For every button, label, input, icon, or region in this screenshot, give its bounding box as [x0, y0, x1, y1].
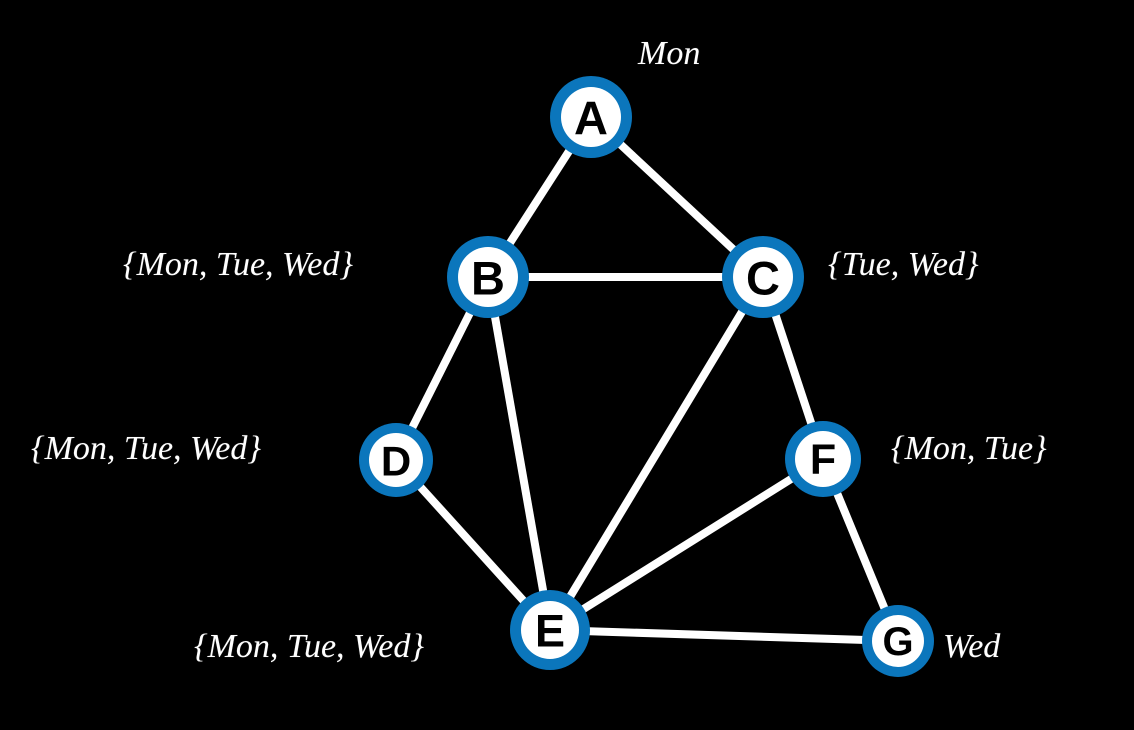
node-fill-g	[872, 615, 924, 667]
graph-edge-c-e	[546, 274, 767, 633]
domain-label-b: {Mon, Tue, Wed}	[123, 246, 353, 283]
graph-node-e[interactable]: E	[510, 590, 590, 670]
node-label-a: A	[574, 92, 608, 145]
edges-layer	[392, 114, 902, 645]
node-label-b: B	[471, 252, 505, 305]
node-label-c: C	[746, 252, 780, 305]
graph-node-g[interactable]: G	[862, 605, 934, 677]
node-label-g: G	[882, 620, 913, 664]
domain-label-a: Mon	[638, 35, 701, 72]
node-fill-f	[795, 431, 851, 487]
node-label-f: F	[810, 436, 836, 484]
domain-label-f: {Mon, Tue}	[891, 430, 1047, 467]
node-fill-a	[561, 87, 621, 147]
node-fill-d	[369, 433, 423, 487]
graph-node-d[interactable]: D	[359, 423, 433, 497]
graph-node-c[interactable]: C	[722, 236, 804, 318]
node-fill-c	[733, 247, 793, 307]
nodes-layer: A B C D E F G	[359, 76, 934, 677]
node-label-d: D	[381, 438, 411, 485]
graph-node-b[interactable]: B	[447, 236, 529, 318]
node-fill-b	[458, 247, 518, 307]
domain-label-d: {Mon, Tue, Wed}	[31, 430, 261, 467]
graph-node-f[interactable]: F	[785, 421, 861, 497]
graph-edge-e-g	[549, 626, 899, 645]
domain-label-e: {Mon, Tue, Wed}	[194, 628, 424, 665]
graph-node-a[interactable]: A	[550, 76, 632, 158]
node-fill-e	[521, 601, 579, 659]
graph-edge-b-e	[484, 276, 554, 631]
node-label-e: E	[535, 606, 565, 657]
graph-edge-e-f	[547, 455, 826, 634]
domain-label-c: {Tue, Wed}	[828, 246, 979, 283]
domain-label-g: Wed	[943, 628, 1001, 665]
